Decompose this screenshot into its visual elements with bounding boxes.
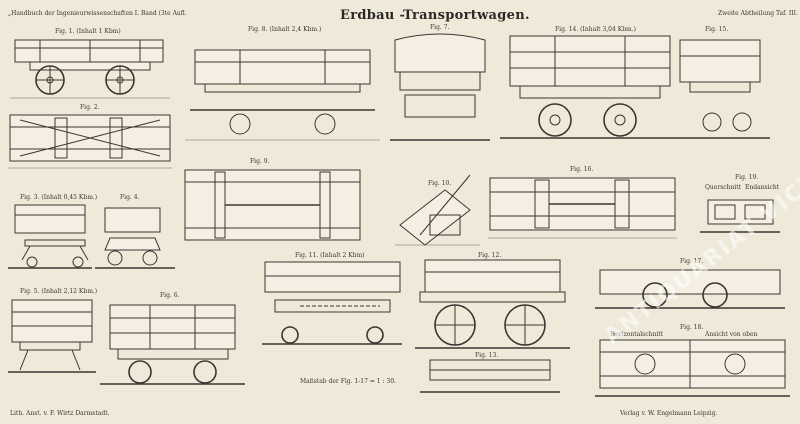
fig7-drawing — [390, 33, 490, 141]
caption-querschnitt: Querschnitt — [705, 184, 742, 191]
fig4-drawing — [95, 207, 175, 269]
fig18-label: Fig. 18. — [680, 324, 704, 331]
fig5-label: Fig. 5. (Inhalt 2,12 Kbm.) — [20, 288, 98, 295]
fig8-label: Fig. 8. (Inhalt 2,4 Kbm.) — [248, 26, 322, 33]
fig9-drawing — [184, 169, 361, 241]
plate-title: Erdbau -Transportwagen. — [340, 8, 530, 23]
fig12-drawing — [415, 259, 570, 349]
fig16-drawing — [488, 177, 677, 239]
fig6-drawing — [100, 304, 245, 385]
fig3-label: Fig. 3. (Inhalt 0,45 Kbm.) — [20, 194, 98, 201]
fig19-label: Fig. 19. — [735, 174, 759, 181]
caption-horizontalschnitt: Horizontalschnitt — [610, 331, 664, 338]
imprint-left: Lith. Anst. v. F. Wirtz Darmstadt. — [10, 410, 110, 417]
fig9-label: Fig. 9. — [250, 158, 270, 165]
fig12-label: Fig. 12. — [478, 252, 502, 259]
fig17-label: Fig. 17. — [680, 258, 704, 265]
fig3-drawing — [8, 204, 92, 269]
fig15-label: Fig. 15. — [705, 26, 729, 33]
fig7-label: Fig. 7. — [430, 24, 450, 31]
caption-ansicht-von-oben: Ansicht von oben — [705, 331, 758, 338]
fig1-drawing — [10, 39, 170, 99]
scale-note: Maßstab der Fig. 1-17 = 1 : 30. — [300, 378, 396, 385]
fig19-drawing — [700, 199, 780, 233]
fig10-label: Fig. 10. — [428, 180, 452, 187]
fig14-drawing — [500, 35, 675, 139]
fig11-label: Fig. 11. (Inhalt 2 Kbm) — [295, 252, 365, 259]
fig8-drawing — [185, 49, 380, 141]
fig5-drawing — [8, 299, 96, 373]
caption-endansicht: Endansicht — [745, 184, 780, 191]
fig6-label: Fig. 6. — [160, 292, 180, 299]
header-right: Zweite Abtheilung Taf. III. — [718, 10, 798, 17]
fig15-drawing — [675, 39, 770, 139]
fig17-drawing — [595, 269, 785, 309]
fig14-label: Fig. 14. (Inhalt 3,04 Kbm.) — [555, 26, 636, 33]
fig4-label: Fig. 4. — [120, 194, 140, 201]
fig2-label: Fig. 2. — [80, 104, 100, 111]
fig2-drawing — [8, 114, 172, 169]
fig11-drawing — [262, 261, 402, 345]
fig10-drawing — [395, 174, 480, 246]
fig13-drawing — [420, 359, 560, 393]
fig18-drawing — [595, 339, 790, 397]
header-left: „Handbuch der Ingenieurwissenschaften I.… — [8, 10, 187, 17]
fig1-label: Fig. 1. (Inhalt 1 Kbm) — [55, 28, 121, 35]
fig13-label: Fig. 13. — [475, 352, 499, 359]
imprint-right: Verlag v. W. Engelmann Leipzig. — [620, 410, 718, 417]
fig16-label: Fig. 16. — [570, 166, 594, 173]
